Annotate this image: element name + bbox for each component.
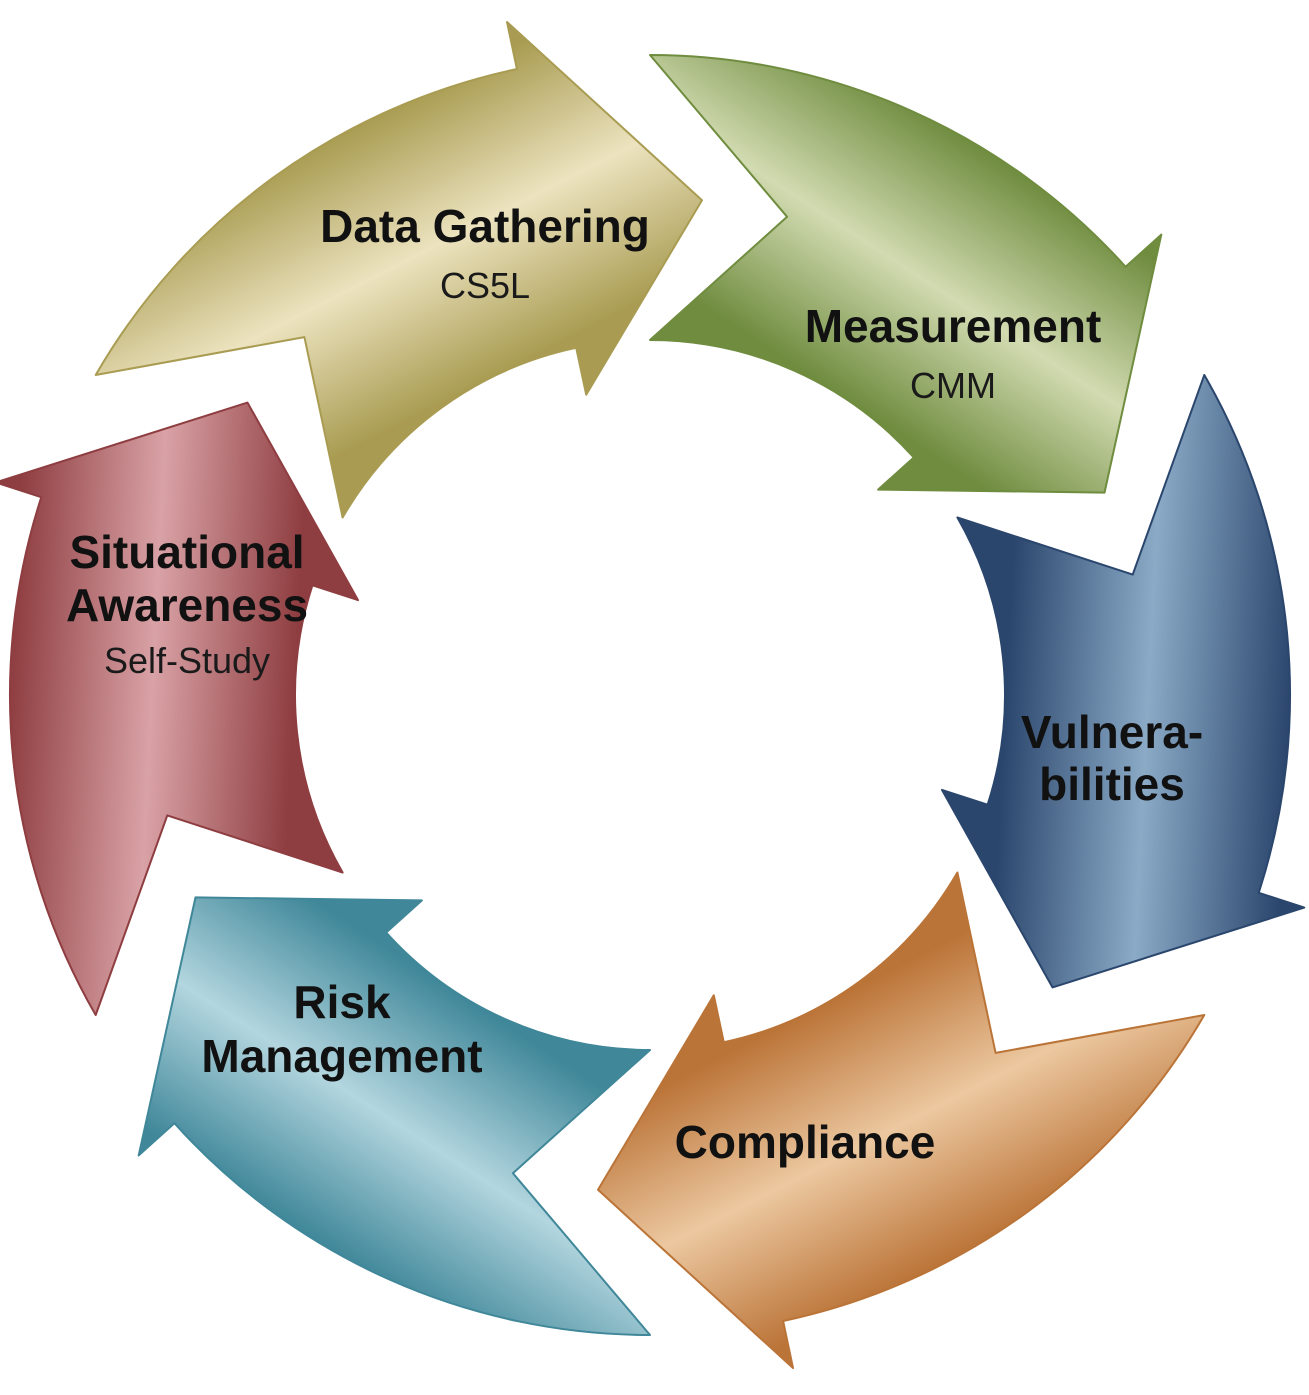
measurement-title: Measurement [805, 300, 1102, 352]
measurement-label: Measurement CMM [805, 300, 1102, 406]
data-gathering-subtitle: CS5L [440, 265, 530, 306]
vulnerabilities-title-line-1: Vulnera- [1021, 706, 1203, 758]
risk-management-arrow [137, 896, 651, 1336]
situational-awareness-title-line-2: Awareness [66, 579, 308, 631]
measurement-subtitle: CMM [910, 365, 996, 406]
data-gathering-label: Data Gathering CS5L [320, 200, 650, 306]
risk-management-title-line-2: Management [201, 1030, 482, 1082]
measurement-arrow [649, 54, 1163, 494]
compliance-arrow [597, 871, 1206, 1369]
vulnerabilities-label: Vulnera- bilities [1021, 706, 1203, 810]
compliance-title: Compliance [675, 1116, 936, 1168]
risk-management-label: Risk Management [201, 976, 482, 1082]
data-gathering-title: Data Gathering [320, 200, 650, 252]
situational-awareness-subtitle: Self-Study [104, 640, 270, 681]
cycle-labels: Data Gathering CS5L Measurement CMM Vuln… [66, 200, 1203, 1168]
situational-awareness-arrow [0, 401, 359, 1016]
situational-awareness-title-line-1: Situational [69, 526, 304, 578]
vulnerabilities-arrow [941, 374, 1306, 989]
vulnerabilities-title-line-2: bilities [1039, 758, 1185, 810]
data-gathering-arrow [94, 21, 703, 519]
cycle-arrows [0, 21, 1306, 1369]
risk-management-title-line-1: Risk [293, 976, 391, 1028]
compliance-label: Compliance [675, 1116, 936, 1168]
situational-awareness-label: Situational Awareness Self-Study [66, 526, 308, 681]
